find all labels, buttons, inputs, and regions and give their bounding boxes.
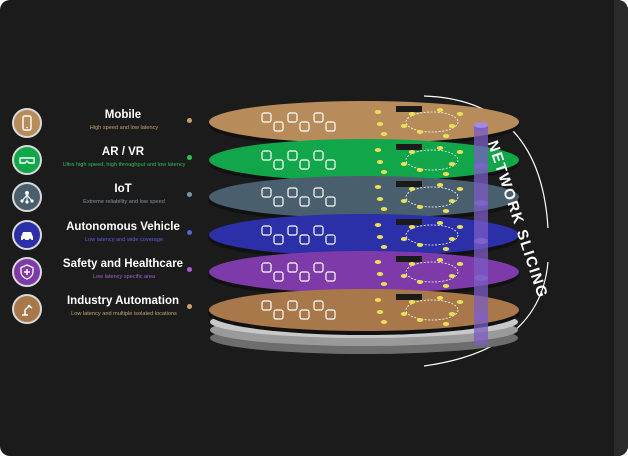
car-icon — [12, 220, 42, 250]
connector-dot — [187, 304, 192, 309]
slice-disc — [208, 289, 520, 335]
network-graph — [374, 256, 464, 288]
slice-disc — [208, 214, 520, 260]
iot-network-icon — [12, 182, 42, 212]
connector-dot — [187, 118, 192, 123]
slice-subtitle: Low latency and wide coverage — [84, 237, 164, 243]
connector-dot — [187, 192, 192, 197]
slice-title: Mobile — [104, 109, 142, 121]
connector-dot — [187, 155, 192, 160]
slice-title: Industry Automation — [66, 295, 179, 307]
slice-spine — [474, 125, 488, 345]
slice-title: AR / VR — [101, 146, 145, 158]
smartphone-icon — [12, 108, 42, 138]
network-graph — [374, 144, 464, 176]
network-graph — [374, 294, 464, 326]
shield-icon — [12, 257, 42, 287]
slice-row-safety-healthcare: Safety and Healthcare Low latency specif… — [0, 257, 200, 291]
slice-disc — [208, 139, 520, 185]
slice-subtitle: Ultra high speed, high throughput and lo… — [62, 162, 186, 168]
iot-network-icon — [261, 187, 336, 207]
network-graph — [374, 106, 464, 138]
robot-arm-icon — [261, 300, 336, 320]
slice-row-ar-vr: AR / VR Ultra high speed, high throughpu… — [0, 145, 200, 179]
slice-row-autonomous-vehicle: Autonomous Vehicle Low latency and wide … — [0, 220, 200, 254]
car-icon — [261, 225, 336, 245]
slice-row-iot: IoT Extreme reliability and low speed — [0, 182, 200, 216]
slice-subtitle: Low latency specific area — [92, 274, 156, 280]
slice-spine-top — [474, 122, 488, 128]
slice-row-mobile: Mobile High speed and low latency — [0, 108, 200, 142]
connector-dot — [187, 230, 192, 235]
slice-subtitle: High speed and low latency — [89, 125, 159, 131]
smartphone-icon — [261, 112, 336, 132]
slice-row-industry-automation: Industry Automation Low latency and mult… — [0, 294, 200, 328]
vr-headset-icon — [12, 145, 42, 175]
network-graph — [374, 219, 464, 251]
slice-disc — [208, 101, 520, 147]
vr-headset-icon — [261, 150, 336, 170]
network-graph — [374, 181, 464, 213]
slice-disc — [208, 251, 520, 297]
slice-title: Safety and Healthcare — [62, 258, 184, 270]
robot-arm-icon — [12, 294, 42, 324]
slice-subtitle: Extreme reliability and low speed — [83, 199, 165, 205]
shield-icon — [261, 262, 336, 282]
slice-subtitle: Low latency and multiple isolated locati… — [71, 311, 177, 317]
slice-disc — [208, 176, 520, 222]
connector-dot — [187, 267, 192, 272]
slice-title: Autonomous Vehicle — [66, 221, 180, 233]
slice-title: IoT — [114, 183, 132, 195]
